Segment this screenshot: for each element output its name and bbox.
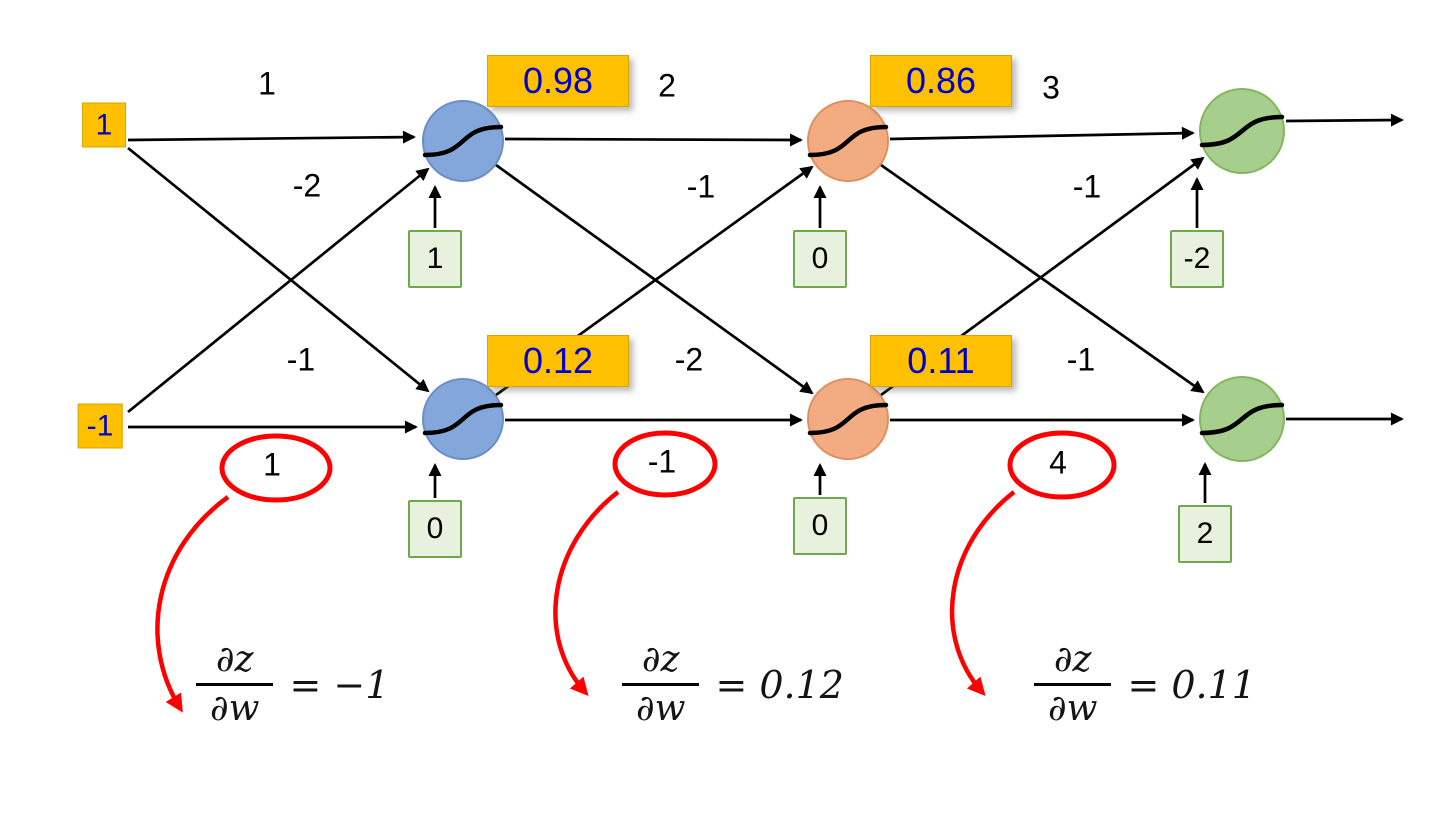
- edge-x1-to-l1bottom: [127, 146, 430, 393]
- weight-label-l1-x2-bottom-circled: 1: [263, 446, 281, 483]
- formula-denominator: ∂w: [622, 683, 700, 729]
- gradient-pointer-arrow-3: [949, 490, 1016, 697]
- bias-value-l2-top: 0: [793, 230, 847, 288]
- fraction-dz-dw: ∂z ∂w: [196, 639, 274, 730]
- activation-value-l1-top: 0.98: [487, 55, 629, 107]
- weight-label-l2-bottom-bottom-circled: -1: [647, 443, 677, 480]
- weight-label-l2-top-bottom: -2: [674, 341, 704, 378]
- edge-l1top-to-l2bottom: [495, 163, 814, 395]
- gradient-formula-3: ∂z ∂w = 0.11: [1034, 639, 1256, 730]
- weight-label-l2-top-top: 2: [658, 67, 676, 104]
- sigmoid-icon: [422, 124, 504, 158]
- weight-label-l1-x2-top: -2: [292, 167, 322, 204]
- sigmoid-icon: [807, 402, 889, 436]
- weight-label-l3-top-top: 3: [1042, 69, 1060, 106]
- sigmoid-icon: [1199, 114, 1285, 148]
- bias-value-l3-bottom: 2: [1178, 505, 1232, 563]
- edge-x1-to-l1top: [127, 130, 416, 144]
- weight-label-l3-top-bottom: -1: [1066, 341, 1096, 378]
- input-value-bottom: -1: [77, 403, 123, 449]
- gradient-formula-1: ∂z ∂w = −1: [196, 639, 390, 730]
- neuron-layer3-bottom: [1199, 376, 1285, 462]
- weight-label-l2-bottom-top: -1: [686, 168, 716, 205]
- formula-result: = −1: [289, 662, 390, 707]
- formula-numerator: ∂z: [641, 639, 680, 680]
- weight-label-l3-bottom-bottom-circled: 4: [1049, 444, 1067, 481]
- bias-value-l1-bottom: 0: [408, 500, 462, 558]
- edge-x2-to-l1top: [127, 167, 430, 414]
- edge-l2top-to-l3bottom: [880, 163, 1205, 394]
- formula-numerator: ∂z: [1053, 639, 1092, 680]
- gradient-formula-2: ∂z ∂w = 0.12: [622, 639, 844, 730]
- gradient-pointer-arrow-2: [553, 490, 620, 697]
- fraction-dz-dw: ∂z ∂w: [622, 639, 700, 730]
- edge-l2top-to-l3top: [889, 126, 1195, 141]
- neuron-layer1-bottom: [422, 378, 504, 460]
- circled-weight-ellipse-2: [612, 430, 718, 498]
- formula-denominator: ∂w: [1034, 683, 1112, 729]
- sigmoid-icon: [807, 124, 889, 158]
- activation-value-l1-bottom: 0.12: [487, 335, 629, 387]
- neuron-layer2-top: [807, 100, 889, 182]
- bias-value-l2-bottom: 0: [793, 497, 847, 555]
- formula-result: = 0.12: [715, 662, 844, 707]
- sigmoid-icon: [422, 402, 504, 436]
- edge-l1top-to-l2top: [504, 133, 803, 147]
- bias-value-l3-top: -2: [1170, 230, 1224, 288]
- bias-value-l1-top: 1: [408, 230, 462, 288]
- circled-weight-ellipse-3: [1007, 430, 1117, 500]
- input-value-top: 1: [82, 102, 126, 148]
- weight-label-l1-x1-top: 1: [258, 65, 276, 102]
- weight-label-l1-x1-bottom: -1: [286, 341, 316, 378]
- neuron-layer3-top: [1199, 88, 1285, 174]
- gradient-pointer-arrow-1: [155, 495, 230, 713]
- activation-value-l2-top: 0.86: [870, 55, 1012, 107]
- sigmoid-icon: [1199, 402, 1285, 436]
- weight-label-l3-bottom-top: -1: [1072, 168, 1102, 205]
- output-arrow-top: [1285, 113, 1404, 127]
- formula-denominator: ∂w: [196, 683, 274, 729]
- neuron-layer2-bottom: [807, 378, 889, 460]
- fraction-dz-dw: ∂z ∂w: [1034, 639, 1112, 730]
- activation-value-l2-bottom: 0.11: [870, 335, 1012, 387]
- neuron-layer1-top: [422, 100, 504, 182]
- circled-weight-ellipse-1: [219, 433, 333, 503]
- formula-numerator: ∂z: [215, 639, 254, 680]
- formula-result: = 0.11: [1127, 662, 1256, 707]
